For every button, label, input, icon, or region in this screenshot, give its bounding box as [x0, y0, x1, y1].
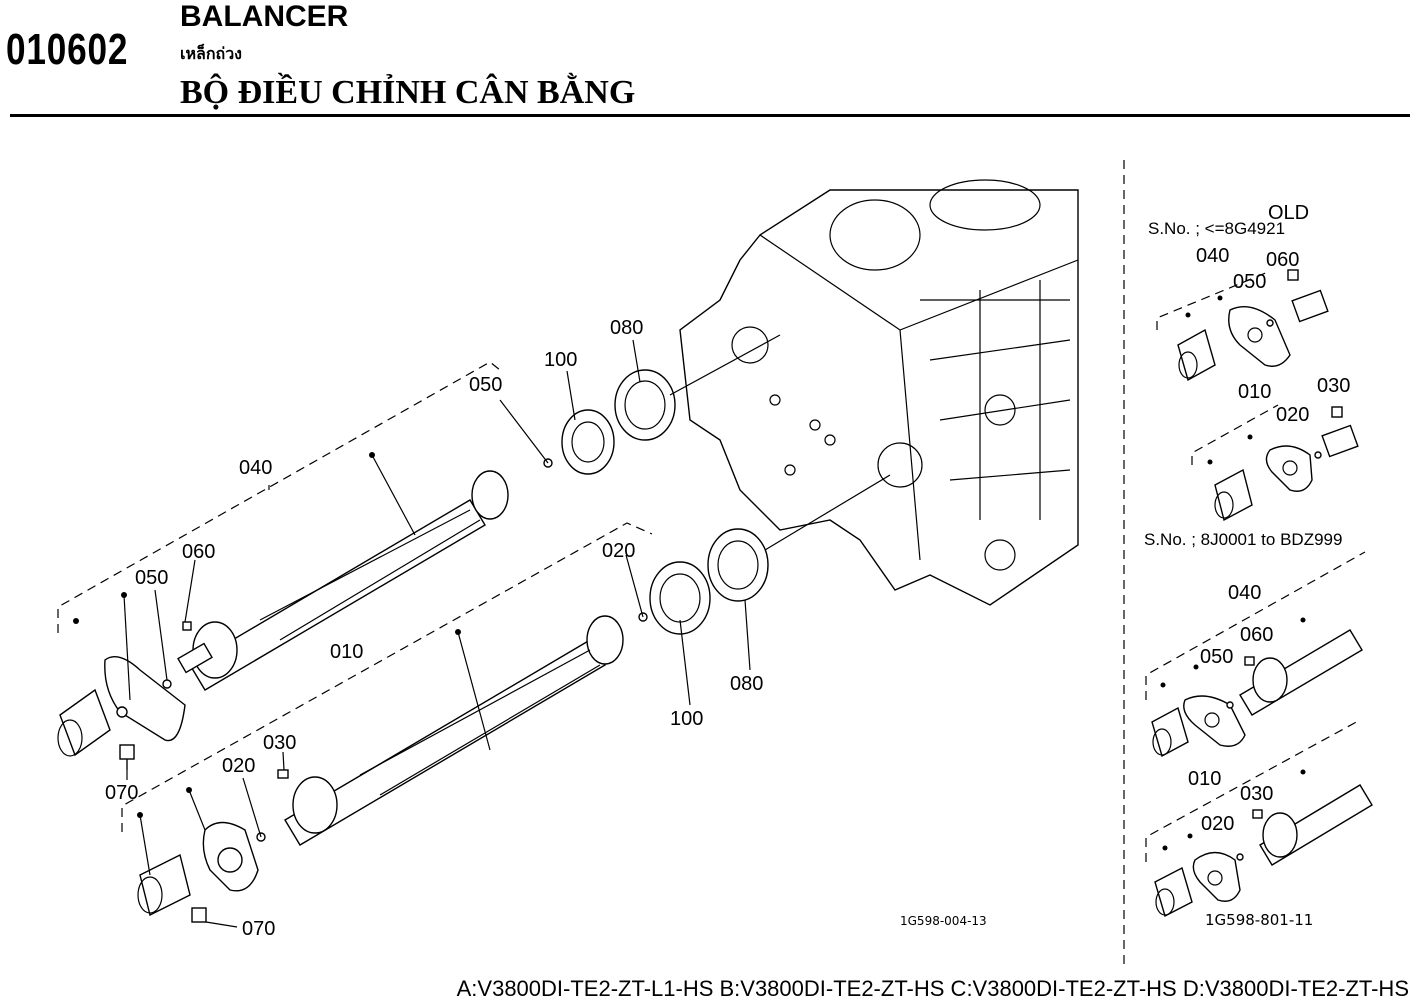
label-lower-020b: 020 — [222, 755, 255, 777]
inset-new-serial: S.No. ; 8J0001 to BDZ999 — [1144, 530, 1342, 549]
inset-new-010: 010 — [1188, 768, 1221, 790]
label-upper-100: 100 — [544, 349, 577, 371]
leader-lines — [73, 339, 751, 928]
engine-block — [679, 179, 1079, 606]
inset-old-010: 010 — [1238, 381, 1271, 403]
label-upper-040: 040 — [239, 457, 272, 479]
inset-new-020: 020 — [1201, 813, 1234, 835]
label-upper-050a: 050 — [469, 374, 502, 396]
model-list-footer: A:V3800DI-TE2-ZT-L1-HS B:V3800DI-TE2-ZT-… — [456, 976, 1409, 1001]
main-drawing-number: 1G598-004-13 — [900, 914, 987, 928]
inset-old-title: OLD — [1268, 202, 1309, 224]
upper-balancer-shaft — [57, 334, 781, 770]
inset-new-lower-assembly — [1145, 719, 1373, 918]
title-english: BALANCER — [180, 0, 349, 33]
label-upper-050b: 050 — [135, 567, 168, 589]
inset-new-040: 040 — [1228, 582, 1261, 604]
inset-old-lower-assembly — [1191, 404, 1359, 522]
header-rule — [10, 114, 1410, 117]
label-lower-100: 100 — [670, 708, 703, 730]
inset-new-050: 050 — [1200, 646, 1233, 668]
label-upper-080: 080 — [610, 317, 643, 339]
label-upper-060: 060 — [182, 541, 215, 563]
inset-old-050: 050 — [1233, 271, 1266, 293]
label-lower-020a: 020 — [602, 540, 635, 562]
inset-drawing-number: 1G598-801-11 — [1205, 911, 1313, 929]
inset-old-serial: S.No. ; <=8G4921 — [1148, 219, 1285, 238]
lower-balancer-shaft — [121, 474, 891, 923]
inset-new-060: 060 — [1240, 624, 1273, 646]
inset-old-060: 060 — [1266, 249, 1299, 271]
label-lower-070: 070 — [242, 918, 275, 940]
label-upper-070: 070 — [105, 782, 138, 804]
page-code: 010602 — [6, 25, 129, 74]
title-vietnamese: BỘ ĐIỀU CHỈNH CÂN BẰNG — [180, 74, 636, 111]
label-lower-010: 010 — [330, 641, 363, 663]
inset-new-upper-assembly — [1145, 551, 1366, 758]
title-thai: เหล็กถ่วง — [180, 44, 242, 63]
label-lower-080: 080 — [730, 673, 763, 695]
inset-new-030: 030 — [1240, 783, 1273, 805]
label-lower-030: 030 — [263, 732, 296, 754]
inset-old-040: 040 — [1196, 245, 1229, 267]
inset-old-030: 030 — [1317, 375, 1350, 397]
inset-old-020: 020 — [1276, 404, 1309, 426]
inset-old-upper-assembly — [1156, 269, 1329, 382]
